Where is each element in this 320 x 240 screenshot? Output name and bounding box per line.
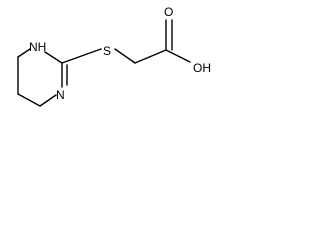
chemical-structure-diagram: NH N S O OH [17,5,211,107]
atom-label-n: N [56,88,65,102]
atom-label-nh: NH [29,40,46,54]
atom-label-s: S [103,44,111,58]
bond-c2-s [61,48,102,64]
atom-label-o: O [164,5,173,19]
bond-nh-c2 [44,51,63,64]
bond-s-ch2 [114,48,136,64]
bond-c6-nh [17,48,31,58]
bond-c-oh [165,49,191,63]
bond-c4-c5 [17,93,41,107]
bond-ch2-c [134,49,167,64]
atom-label-oh: OH [193,61,211,75]
bond-n-c4 [39,94,57,107]
